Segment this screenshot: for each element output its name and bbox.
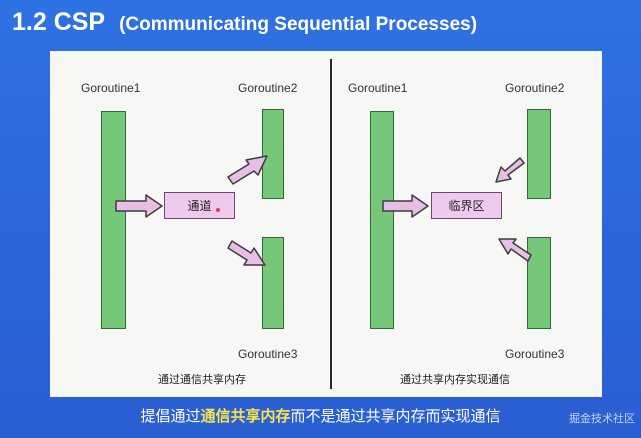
left-goroutine2-bar xyxy=(262,109,284,199)
footer-text: 提倡通过通信共享内存而不是通过共享内存而实现通信 xyxy=(0,405,641,426)
left-caption: 通过通信共享内存 xyxy=(158,373,246,386)
arrow-channel-to-g3 xyxy=(227,240,266,266)
arrow-g3-to-critical xyxy=(498,238,532,262)
arrows-layer xyxy=(115,155,532,266)
panel-divider xyxy=(330,59,332,389)
right-goroutine2-label: Goroutine2 xyxy=(505,81,565,95)
footer-suffix: 而不是通过共享内存而实现通信 xyxy=(290,407,501,425)
cursor-dot xyxy=(216,208,220,212)
channel-box: 通道 xyxy=(164,192,235,219)
right-goroutine3-bar xyxy=(527,237,551,329)
arrow-g1-to-channel xyxy=(115,194,163,218)
title-main: 1.2 CSP xyxy=(12,8,106,36)
right-caption: 通过共享内存实现通信 xyxy=(400,373,510,386)
left-goroutine3-label: Goroutine3 xyxy=(238,347,298,361)
footer-prefix: 提倡通过 xyxy=(140,407,201,425)
left-goroutine3-bar xyxy=(262,237,284,329)
left-goroutine2-label: Goroutine2 xyxy=(238,81,298,95)
critical-section-box: 临界区 xyxy=(431,192,502,219)
right-goroutine1-label: Goroutine1 xyxy=(348,81,408,95)
left-goroutine1-label: Goroutine1 xyxy=(81,81,141,95)
arrow-g2-to-critical xyxy=(495,157,525,183)
arrow-g1-to-critical xyxy=(382,194,429,218)
watermark: 掘金技术社区 xyxy=(569,412,635,425)
diagram-panel: Goroutine1 Goroutine2 Goroutine3 通道 通过通信… xyxy=(50,51,602,397)
critical-section-label: 临界区 xyxy=(448,199,485,213)
slide-title: 1.2 CSP (Communicating Sequential Proces… xyxy=(12,8,477,42)
channel-box-label: 通道 xyxy=(187,199,212,213)
left-goroutine1-bar xyxy=(101,111,126,329)
right-goroutine2-bar xyxy=(527,109,551,199)
arrow-channel-to-g2 xyxy=(227,155,268,185)
footer-highlight: 通信共享内存 xyxy=(200,407,291,425)
title-subtitle: (Communicating Sequential Processes) xyxy=(119,14,478,35)
right-goroutine3-label: Goroutine3 xyxy=(505,347,565,361)
right-goroutine1-bar xyxy=(370,111,394,329)
